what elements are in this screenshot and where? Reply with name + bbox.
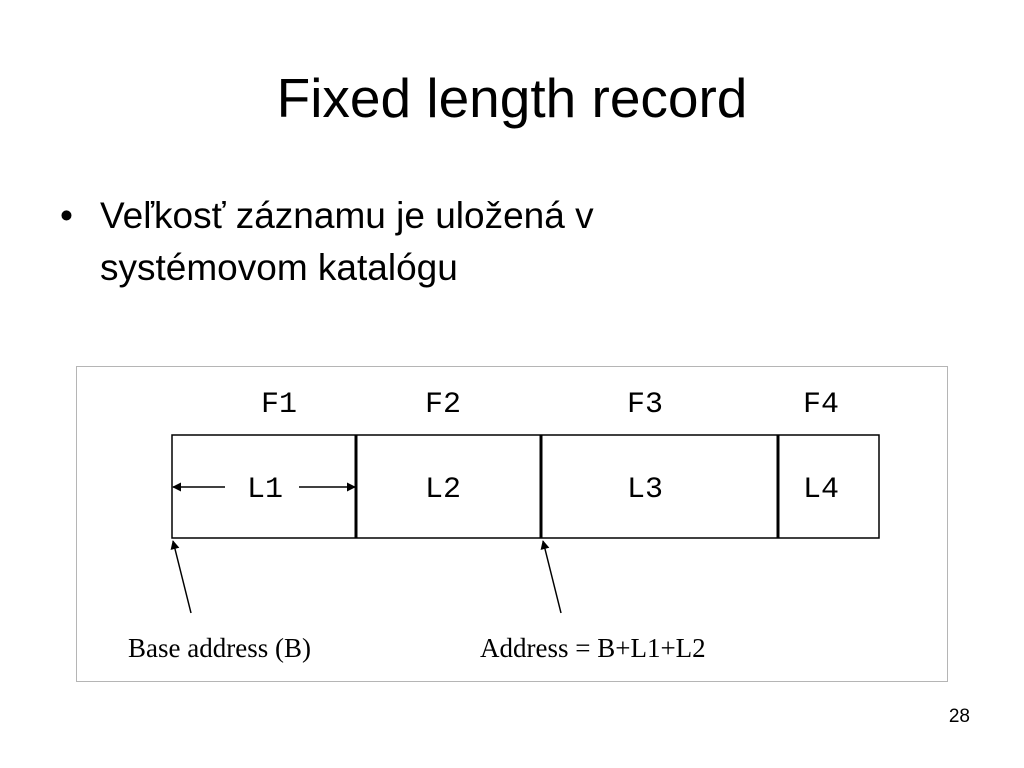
base-address-arrow	[170, 540, 192, 614]
field-name-f4: F4	[803, 388, 839, 422]
slide-title: Fixed length record	[276, 67, 748, 129]
field-address-arrow	[540, 540, 562, 614]
bullet-line-2: systémovom katalógu	[100, 247, 458, 288]
field-address-label: Address = B+L1+L2	[480, 633, 706, 663]
record-box	[171, 434, 880, 539]
page-number: 28	[948, 706, 970, 727]
field-length-l1: L1	[247, 473, 283, 507]
field-length-l3: L3	[627, 473, 663, 507]
field-name-f2: F2	[425, 388, 461, 422]
bullet-text: Veľkosť záznamu je uložená v systémovom …	[100, 190, 800, 294]
bullet-symbol: •	[60, 195, 73, 236]
field-name-f1: F1	[261, 388, 297, 422]
field-length-l2: L2	[425, 473, 461, 507]
bullet-line-1: Veľkosť záznamu je uložená v	[100, 195, 594, 236]
record-diagram: F1 F2 F3 F4 L1 L2 L3 L4 Base address (B)…	[76, 366, 948, 682]
record-diagram-svg: F1 F2 F3 F4 L1 L2 L3 L4 Base address (B)…	[128, 388, 880, 663]
field-name-f3: F3	[627, 388, 663, 422]
field-length-l4: L4	[803, 473, 839, 507]
base-address-label: Base address (B)	[128, 633, 311, 663]
